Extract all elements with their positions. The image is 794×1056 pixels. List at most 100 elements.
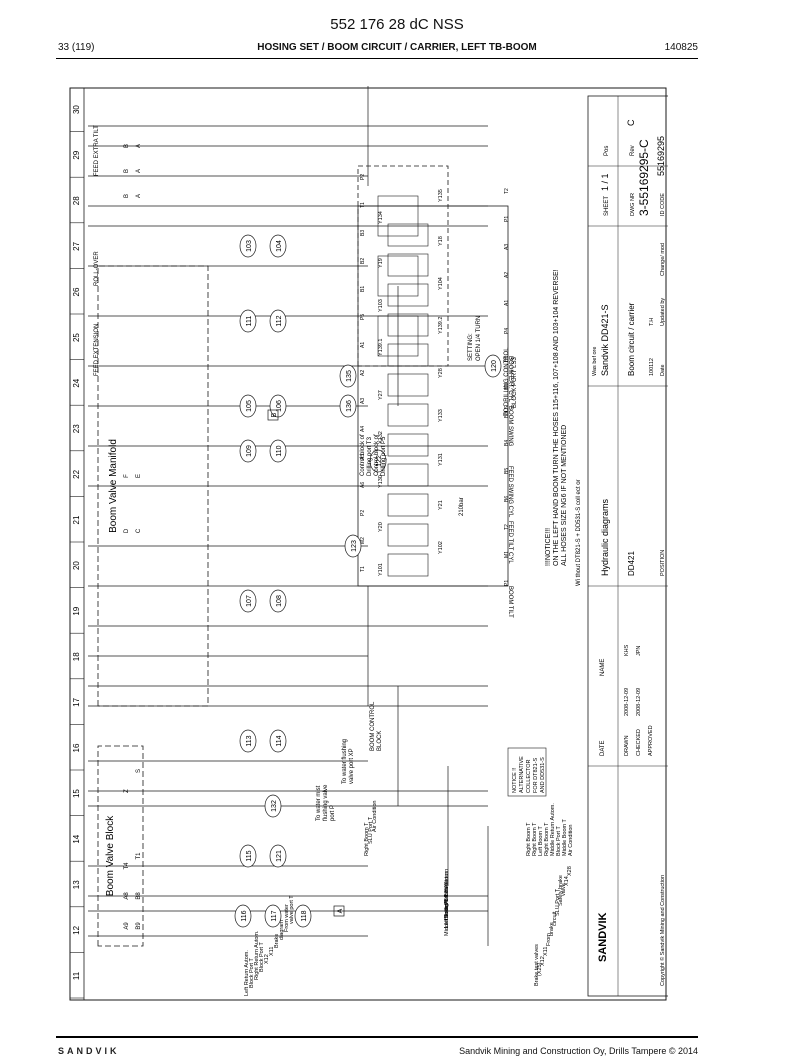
- section-label: FEED EXTRA TILT: [94, 125, 100, 176]
- valve-label: Y20: [378, 522, 384, 532]
- hose-number-104: 104: [269, 234, 287, 258]
- manifold-port: T2: [504, 188, 510, 194]
- valve-label: Y18: [438, 236, 444, 246]
- cylinder-label: BOOM EXT. CYL: [507, 356, 513, 403]
- cylinder-label: BOOM TILT: [507, 586, 513, 618]
- bottom-legend-entry: circuit: [552, 911, 558, 926]
- boom-valve-manifold-outline: [97, 265, 209, 707]
- svg-text:136: 136: [346, 400, 353, 412]
- manifold-port: P1: [504, 580, 510, 586]
- svg-text:valve port XP: valve port XP: [349, 748, 355, 784]
- notice-block: !!!NOTICE!!! ON THE LEFT HAND BOOM TURN …: [545, 269, 568, 566]
- valve-spool: [387, 463, 429, 487]
- brake-label: Brake: [274, 934, 280, 948]
- svg-text:TO DRILLING CONTROL: TO DRILLING CONTROL: [504, 347, 510, 416]
- hose-number-121: 121: [269, 844, 287, 868]
- svg-text:ALTERNATIVE: ALTERNATIVE: [519, 756, 525, 793]
- port-letter: E: [136, 474, 142, 478]
- grid-column-number: 14: [72, 834, 81, 843]
- valve-label: Y103: [378, 299, 384, 312]
- marker-a: A: [333, 905, 345, 917]
- manifold-port: T1: [360, 566, 366, 572]
- id-code: 55169295: [656, 136, 666, 176]
- bottom-legend-entry: X28: [567, 866, 573, 876]
- lower-block-label: Air Condition: [372, 801, 378, 833]
- svg-text:FOR DT821-S: FOR DT821-S: [533, 758, 539, 793]
- hose-number-108: 108: [269, 589, 287, 613]
- grid-column-number: 25: [72, 333, 81, 342]
- page-number: 33 (119): [58, 42, 95, 53]
- manifold-port: B4: [504, 440, 510, 446]
- grid-column-number: 11: [72, 971, 81, 980]
- grid-column-number: 23: [72, 424, 81, 433]
- checked-by: JPN: [636, 646, 642, 656]
- rotated-drawing: Boom Valve Manifold Boom Valve Block Y10…: [88, 86, 668, 997]
- svg-text:Drilling port T3: Drilling port T3: [367, 436, 373, 476]
- right-legend-entry: Air Condition: [568, 825, 574, 857]
- feed-valve: [377, 255, 419, 297]
- svg-text:118: 118: [301, 910, 308, 921]
- port-letter: A: [136, 144, 142, 148]
- grid-column-number: 13: [72, 880, 81, 889]
- port-letter: B: [124, 194, 130, 198]
- boom-valve-manifold-title: Boom Valve Manifold: [108, 439, 119, 533]
- valve-label: Y104: [438, 277, 444, 290]
- right-legend-entry: Block Port T: [556, 826, 562, 856]
- valve-spool: [387, 373, 429, 397]
- notice-line-3: ALL HOSES SIZE NG6 IF NOT MENTIONED: [561, 425, 568, 566]
- svg-text:110: 110: [276, 445, 283, 456]
- feed-valve: [377, 195, 419, 237]
- boom-valve-block-outline: [97, 745, 144, 947]
- boom-valve-block-title: Boom Valve Block: [105, 815, 116, 896]
- manifold-port: T2: [504, 524, 510, 530]
- manifold-port: M1: [504, 551, 510, 558]
- lower-block-label: Right Boom T: [364, 822, 370, 856]
- left-legend-entry: Left Boom T: [444, 898, 450, 928]
- hydraulic-diagram: 1112131415161718192021222324252627282930…: [69, 86, 668, 1001]
- hose-number-123: 123: [344, 534, 362, 558]
- right-legend-entry: Right Boom T: [532, 822, 538, 856]
- svg-text:Control block of: Control block of: [360, 434, 366, 476]
- valve-label: Y102: [438, 541, 444, 554]
- id-code-label: ID CODE: [660, 193, 666, 216]
- notice-line-2: ON THE LEFT HAND BOOM TURN THE HOSES 115…: [553, 269, 560, 566]
- hose-number-107: 107: [239, 589, 257, 613]
- copyright: Copyright © Sandvik Mining and Construct…: [659, 875, 666, 986]
- valve-label: Y101: [378, 563, 384, 576]
- hose-lines: [88, 86, 489, 946]
- right-legend-entry: Right Boom T: [544, 822, 550, 856]
- brake-label: Block Port T: [259, 942, 265, 972]
- port-letter: B: [124, 169, 130, 173]
- manifold-port: A4: [360, 426, 366, 432]
- svg-text:132: 132: [271, 800, 278, 812]
- grid-column-number: 20: [72, 561, 81, 570]
- change-label: Change/ mod: [660, 243, 666, 276]
- svg-text:105: 105: [246, 400, 253, 412]
- cylinder-label: FEED TILT CYL: [507, 521, 513, 564]
- svg-text:OPEN 1/4 TURN: OPEN 1/4 TURN: [476, 316, 482, 361]
- pressure-setting: 210bar: [459, 497, 465, 516]
- manifold-port: B3: [360, 230, 366, 236]
- date-column: DATE: [600, 740, 606, 756]
- manifold-port: B2: [360, 258, 366, 264]
- grid-column-number: 19: [72, 606, 81, 615]
- valve-spool: [387, 223, 429, 247]
- svg-text:BLOCK: BLOCK: [377, 731, 383, 751]
- svg-text:103: 103: [246, 240, 253, 252]
- svg-text:106: 106: [276, 400, 283, 412]
- subject: Boom circuit / carrier: [627, 302, 636, 376]
- bottom-legend-entry: Safety brake: [558, 875, 564, 906]
- port-letter: B9: [136, 922, 142, 930]
- valve-label: Y130: [378, 475, 384, 488]
- right-legend-entry: Right Boom T: [526, 822, 532, 856]
- lower-block-label: SLU Port T: [368, 816, 374, 844]
- notice-line-1: !!!NOTICE!!!: [545, 528, 552, 566]
- manifold-port: B6: [504, 496, 510, 502]
- svg-text:108: 108: [276, 595, 283, 607]
- svg-text:123: 123: [351, 540, 358, 552]
- svg-text:111: 111: [246, 316, 253, 327]
